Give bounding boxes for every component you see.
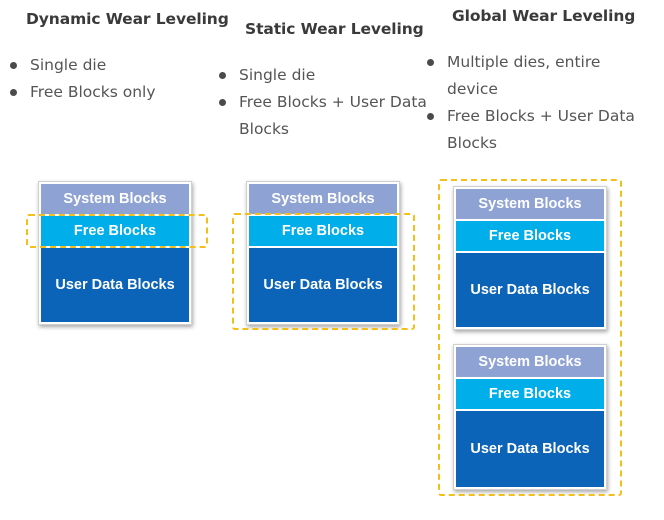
global-wear-leveling-title: Global Wear Leveling <box>452 7 636 25</box>
bullet-dot-icon <box>10 62 17 69</box>
free-blocks: Free Blocks <box>41 216 189 246</box>
user-data-blocks: User Data Blocks <box>456 253 604 327</box>
bullet-dot-icon <box>219 99 226 106</box>
global-block-stack-1: System Blocks Free Blocks User Data Bloc… <box>453 186 607 330</box>
dynamic-block-stack: System Blocks Free Blocks User Data Bloc… <box>38 181 192 325</box>
bullet-item: Free Blocks only <box>8 79 188 106</box>
bullet-item: Single die <box>8 52 188 79</box>
user-data-blocks: User Data Blocks <box>249 248 397 322</box>
bullet-dot-icon <box>427 113 434 120</box>
user-data-blocks: User Data Blocks <box>41 248 189 322</box>
free-blocks: Free Blocks <box>456 379 604 409</box>
bullet-item: Multiple dies, entire device <box>425 49 640 103</box>
global-block-stack-2: System Blocks Free Blocks User Data Bloc… <box>453 344 607 490</box>
bullet-text: Single die <box>239 66 316 84</box>
system-blocks: System Blocks <box>456 347 604 377</box>
static-block-stack: System Blocks Free Blocks User Data Bloc… <box>246 181 400 325</box>
bullet-dot-icon <box>427 59 434 66</box>
dynamic-highlight-frame <box>26 214 208 248</box>
free-blocks: Free Blocks <box>456 221 604 251</box>
bullet-item: Single die <box>217 62 427 89</box>
global-highlight-frame <box>438 179 622 496</box>
system-blocks: System Blocks <box>41 184 189 214</box>
system-blocks: System Blocks <box>456 189 604 219</box>
free-blocks: Free Blocks <box>249 216 397 246</box>
bullet-text: Single die <box>30 56 107 74</box>
global-bullet-list: Multiple dies, entire device Free Blocks… <box>425 49 640 157</box>
dynamic-bullet-list: Single die Free Blocks only <box>8 52 188 106</box>
bullet-item: Free Blocks + User Data Blocks <box>425 103 640 157</box>
bullet-item: Free Blocks + User Data Blocks <box>217 89 427 143</box>
dynamic-wear-leveling-title: Dynamic Wear Leveling <box>26 10 229 28</box>
bullet-text: Free Blocks + User Data Blocks <box>239 93 427 138</box>
bullet-text: Free Blocks + User Data Blocks <box>447 107 635 152</box>
bullet-dot-icon <box>219 72 226 79</box>
bullet-text: Free Blocks only <box>30 83 156 101</box>
static-wear-leveling-title: Static Wear Leveling <box>245 20 424 38</box>
static-bullet-list: Single die Free Blocks + User Data Block… <box>217 62 427 143</box>
bullet-text: Multiple dies, entire device <box>447 53 601 98</box>
bullet-dot-icon <box>10 89 17 96</box>
static-highlight-frame <box>232 213 415 330</box>
system-blocks: System Blocks <box>249 184 397 214</box>
user-data-blocks: User Data Blocks <box>456 411 604 487</box>
